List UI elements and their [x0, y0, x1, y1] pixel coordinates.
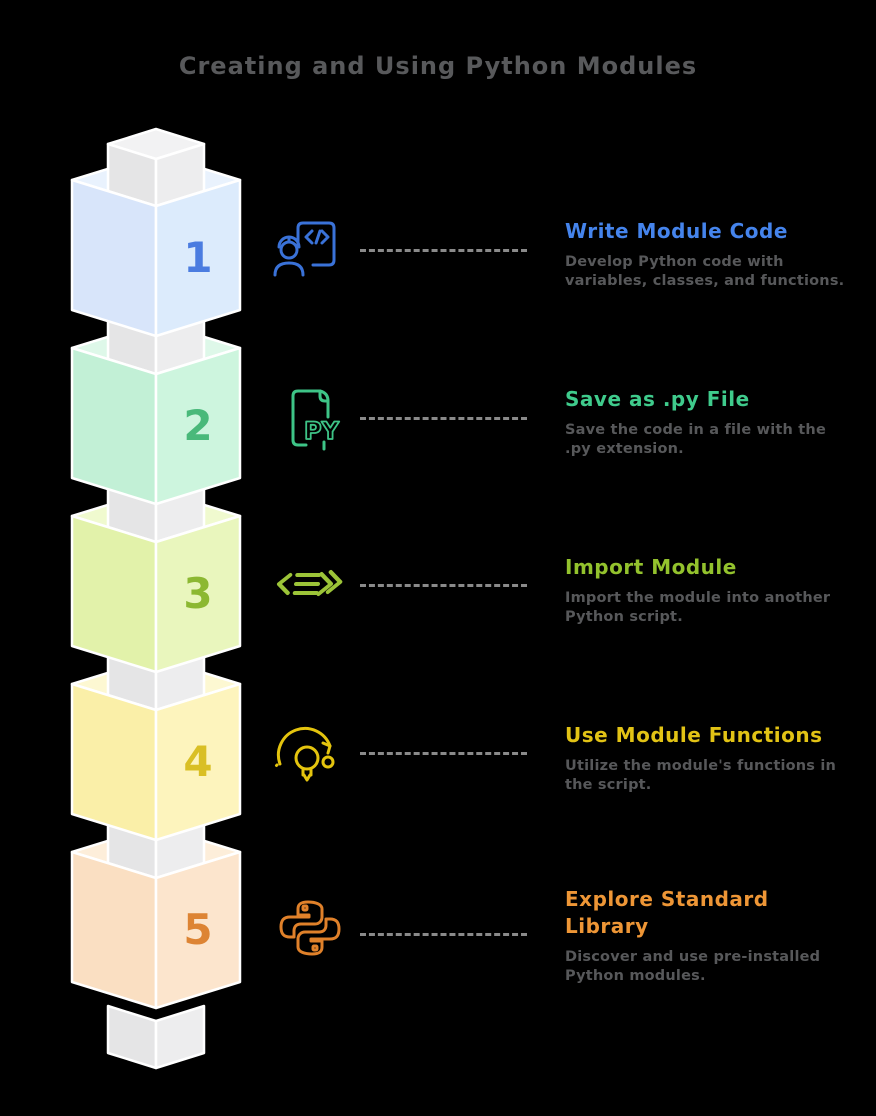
- block-1-right-face: [154, 178, 242, 338]
- block-1-number: 1: [183, 233, 212, 282]
- py-file-icon: PY: [268, 383, 348, 453]
- step-5-description: Discover and use pre-installed Python mo…: [565, 949, 821, 984]
- step-5-text: Explore Standard Library Discover and us…: [565, 886, 865, 986]
- import-arrows-icon: [268, 550, 348, 620]
- block-1-left-face: [70, 178, 158, 338]
- block-2-number: 2: [183, 401, 212, 450]
- step-3-title: Import Module: [565, 555, 737, 579]
- block-4-number: 4: [183, 737, 212, 786]
- step-2-text: Save as .py File Save the code in a file…: [565, 386, 865, 459]
- block-4-left-face: [70, 682, 158, 842]
- step-1-description: Develop Python code with variables, clas…: [565, 254, 845, 289]
- block-5-left-face: [70, 850, 158, 1010]
- block-5-number: 5: [183, 905, 212, 954]
- step-4-description: Utilize the module's functions in the sc…: [565, 758, 837, 793]
- lightbulb-cycle-icon: [268, 718, 348, 788]
- block-2-right-face: [154, 346, 242, 506]
- step-1-title: Write Module Code: [565, 219, 788, 243]
- svg-text:PY: PY: [304, 417, 340, 445]
- step-3-description: Import the module into another Python sc…: [565, 590, 831, 625]
- connector-bottom-right-face: [154, 1004, 206, 1070]
- dotted-connector: [360, 752, 527, 755]
- step-4-text: Use Module Functions Utilize the module'…: [565, 722, 865, 795]
- page-title: Creating and Using Python Modules: [178, 52, 698, 80]
- block-2-left-face: [70, 346, 158, 506]
- dotted-connector: [360, 584, 527, 587]
- connector-bottom-left-face: [106, 1004, 158, 1070]
- dotted-connector: [360, 933, 527, 936]
- block-3-number: 3: [183, 569, 212, 618]
- step-2-description: Save the code in a file with the .py ext…: [565, 422, 826, 457]
- step-1-text: Write Module Code Develop Python code wi…: [565, 218, 865, 291]
- step-4-title: Use Module Functions: [565, 723, 823, 747]
- dotted-connector: [360, 417, 527, 420]
- dotted-connector: [360, 249, 527, 252]
- developer-writing-code-icon: [268, 215, 348, 285]
- block-4-right-face: [154, 682, 242, 842]
- block-tower: 1 2 3 4 5: [70, 127, 242, 1070]
- step-5-title: Explore Standard Library: [565, 887, 769, 938]
- python-logo-icon: [268, 893, 348, 963]
- block-3-right-face: [154, 514, 242, 674]
- block-3-left-face: [70, 514, 158, 674]
- step-3-text: Import Module Import the module into ano…: [565, 554, 865, 627]
- block-5-right-face: [154, 850, 242, 1010]
- step-2-title: Save as .py File: [565, 387, 750, 411]
